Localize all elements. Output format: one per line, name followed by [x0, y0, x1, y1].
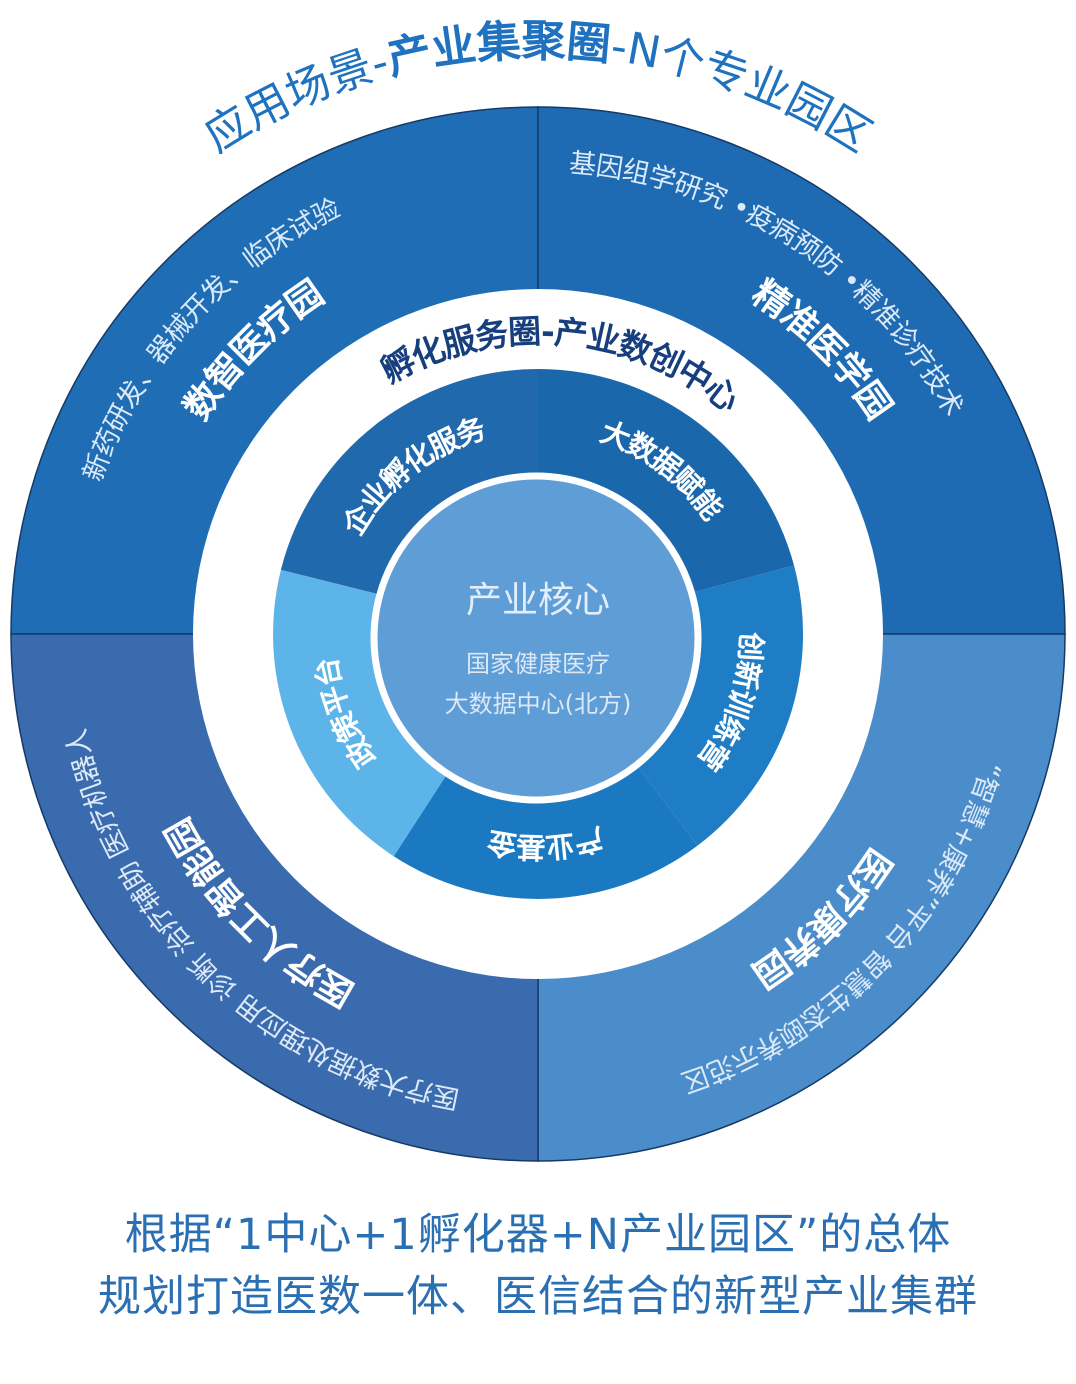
core-line-2: 大数据中心(北方)	[445, 690, 632, 718]
core-circle	[370, 472, 702, 804]
core-line-1: 国家健康医疗	[466, 650, 610, 678]
caption-line-2: 规划打造医数一体、医信结合的新型产业集群	[98, 1272, 978, 1322]
core-title: 产业核心	[466, 580, 610, 621]
title-bold: 产业集聚圈	[382, 16, 612, 85]
caption-line-1: 根据“1中心+1孵化器+N产业园区”的总体	[124, 1210, 952, 1260]
